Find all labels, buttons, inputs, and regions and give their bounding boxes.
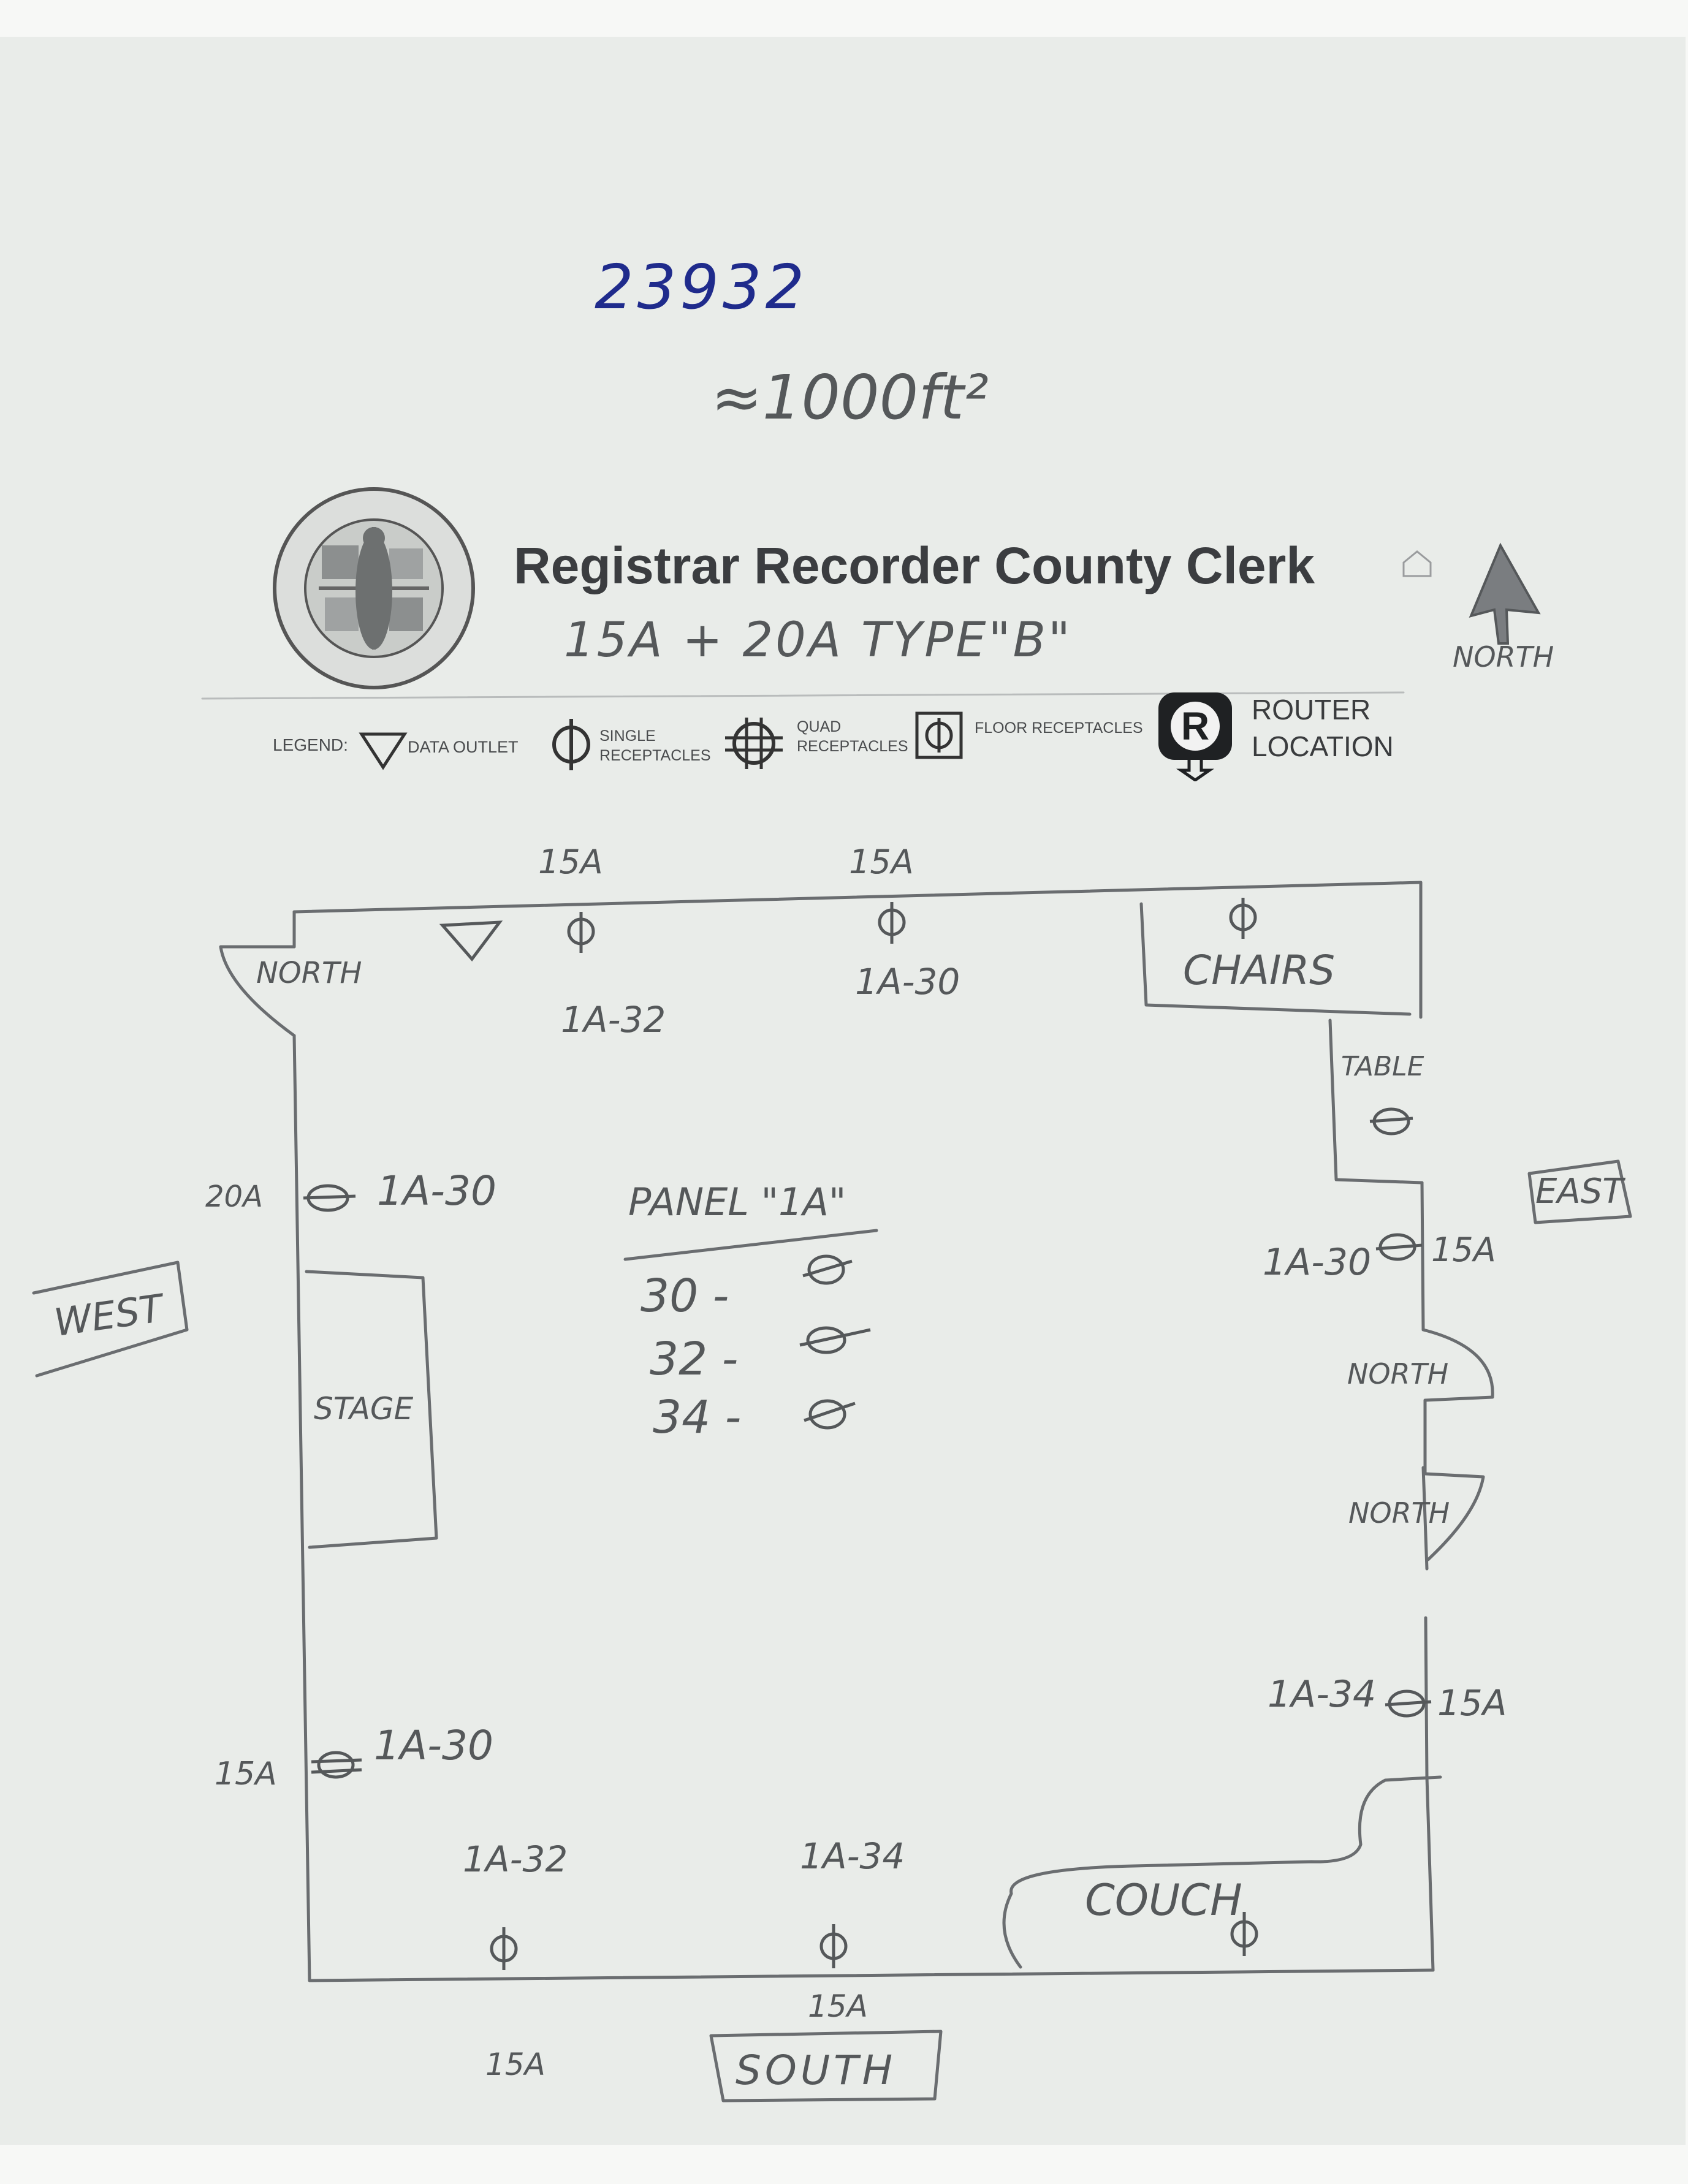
east-upper-circuit: 1A-30 [1263,1241,1372,1284]
east-wall [1419,881,1435,1972]
south-mid-amp: 15A [808,1989,868,2024]
county-seal-logo [273,487,475,689]
stage-label: STAGE [314,1391,414,1427]
panel-circuit-34: 34 - [653,1391,742,1444]
east-bay-2 [1423,1398,1485,1561]
north-wall [292,881,1423,914]
home-glyph [1402,550,1432,577]
receptacle-west-lower [311,1751,362,1779]
east-label: EAST [1535,1172,1624,1211]
panel-circuit-30: 30 - [641,1270,729,1322]
chairs-label: CHAIRS [1183,947,1336,994]
legend-label-floor: FLOOR RECEPTACLES [975,719,1143,737]
north-door-label-e2: NORTH [1348,1496,1450,1530]
legend-label-router: ROUTER LOCATION [1252,694,1394,762]
legend-label-quad: QUAD RECEPTACLES [797,718,908,755]
couch-label: COUCH [1085,1875,1242,1925]
data-outlet-triangle [439,920,503,961]
west-lower-circuit: 1A-30 [374,1722,493,1769]
south-mid-circuit: 1A-34 [800,1835,905,1877]
north-arrow [1469,542,1541,645]
top-mid-amp: 15A [849,843,914,881]
panel-receptacle-34 [804,1399,856,1430]
job-number: 23932 [595,251,808,323]
east-lower-amp: 15A [1437,1682,1507,1724]
receptacle-type-note: 15A + 20A TYPE"B" [564,613,1073,668]
south-left-amp: 15A [485,2047,546,2082]
west-lower-amp: 15A [215,1756,277,1792]
receptacle-top-mid [878,902,906,944]
east-upper-amp: 15A [1431,1230,1496,1269]
south-left-circuit: 1A-32 [463,1838,568,1880]
top-mid-circuit: 1A-30 [855,961,960,1003]
table-alcove [1328,1018,1424,1185]
receptacle-couch [1230,1912,1258,1956]
legend-label-single: SINGLE RECEPTACLES [599,727,711,764]
paper-sheet [0,37,1686,2145]
panel-receptacle-30 [802,1254,853,1285]
east-bay-1 [1421,1328,1494,1402]
legend-label-data-outlet: DATA OUTLET [408,738,519,756]
east-lower-circuit: 1A-34 [1268,1673,1377,1716]
quad-receptacle-icon [725,718,783,769]
receptacle-west-upper [303,1184,356,1212]
table-label: TABLE [1341,1051,1424,1082]
legend-title: LEGEND: [273,735,348,754]
west-upper-amp: 20A [205,1180,263,1214]
south-label: SOUTH [736,2047,897,2094]
stage-outline [305,1270,438,1549]
receptacle-chairs [1229,898,1257,939]
panel-circuit-32: 32 - [650,1333,739,1386]
org-title: Registrar Recorder County Clerk [514,537,1315,594]
triangle-down-icon [359,732,408,770]
router-symbol: R [1181,704,1209,748]
receptacle-top-left [567,912,595,953]
couch-outline [1002,1775,1442,1969]
north-arrow-label: NORTH [1453,640,1554,673]
floor-receptacle-icon [915,711,963,759]
south-wall [308,1968,1435,1982]
north-door-label-nw: NORTH [256,956,362,990]
chairs-alcove [1139,902,1412,1016]
top-left-amp: 15A [538,843,603,881]
area-note: ≈1000ft² [711,362,989,433]
receptacle-east-upper [1375,1233,1423,1261]
panel-title: PANEL "1A" [628,1180,846,1224]
receptacle-east-lower [1385,1689,1432,1718]
north-door-label-e1: NORTH [1347,1357,1449,1390]
single-receptacle-icon [552,719,590,770]
router-icon: R [1158,692,1232,781]
top-left-circuit: 1A-32 [561,999,666,1041]
receptacle-south-left [490,1927,518,1970]
receptacle-south-mid [819,1924,848,1968]
west-wall [292,910,311,1982]
west-upper-circuit: 1A-30 [377,1167,496,1215]
receptacle-table [1369,1107,1413,1136]
nw-bay [219,945,296,1037]
panel-receptacle-32 [799,1326,871,1354]
